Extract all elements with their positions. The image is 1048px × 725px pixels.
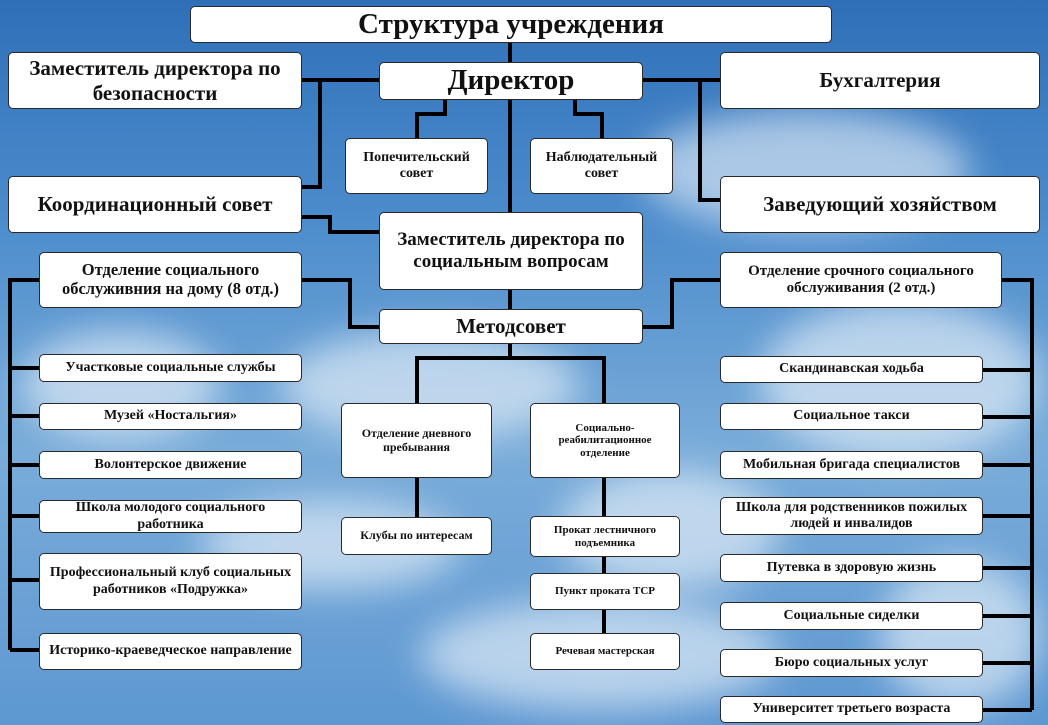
node-rehab-department: Социально-реабилитационное отделение bbox=[530, 403, 680, 478]
left-item: Музей «Ностальгия» bbox=[39, 403, 302, 430]
right-item: Социальные сиделки bbox=[720, 602, 983, 630]
node-accounting: Бухгалтерия bbox=[720, 52, 1040, 109]
node-day-care-department: Отделение дневного пребывания bbox=[341, 403, 492, 478]
node-director: Директор bbox=[379, 62, 643, 100]
left-item: Школа молодого социального работника bbox=[39, 500, 302, 533]
node-supervisory-council: Наблюдательный совет bbox=[530, 138, 673, 194]
node-urgent-care-department: Отделение срочного социального обслужива… bbox=[720, 252, 1002, 308]
left-item: Волонтерское движение bbox=[39, 451, 302, 479]
right-item: Школа для родственников пожилых людей и … bbox=[720, 497, 983, 535]
node-metodsovet: Методсовет bbox=[379, 309, 643, 344]
center-right-item: Пункт проката ТСР bbox=[530, 573, 680, 610]
left-item: Участковые социальные службы bbox=[39, 354, 302, 382]
center-right-item: Прокат лестничного подъемника bbox=[530, 516, 680, 557]
left-item: Профессиональный клуб социальных работни… bbox=[39, 553, 302, 610]
node-deputy-social: Заместитель директора по социальным вопр… bbox=[379, 212, 643, 290]
node-home-care-department: Отделение социального обслуживния на дом… bbox=[39, 252, 302, 308]
right-item: Путевка в здоровую жизнь bbox=[720, 554, 983, 582]
right-item: Мобильная бригада специалистов bbox=[720, 451, 983, 479]
node-housekeeping: Заведующий хозяйством bbox=[720, 176, 1040, 233]
right-item: Бюро социальных услуг bbox=[720, 649, 983, 677]
right-item: Социальное такси bbox=[720, 403, 983, 430]
left-item: Историко-краеведческое направление bbox=[39, 633, 302, 670]
center-right-item: Речевая мастерская bbox=[530, 633, 680, 670]
center-left-item: Клубы по интересам bbox=[341, 517, 492, 555]
right-item: Университет третьего возраста bbox=[720, 696, 983, 723]
right-item: Скандинавская ходьба bbox=[720, 356, 983, 383]
node-coordination-council: Координационный совет bbox=[8, 176, 302, 233]
node-deputy-security: Заместитель директора по безопасности bbox=[8, 52, 302, 109]
diagram-title: Структура учреждения bbox=[190, 6, 832, 43]
node-trustee-council: Попечительский совет bbox=[345, 138, 488, 194]
